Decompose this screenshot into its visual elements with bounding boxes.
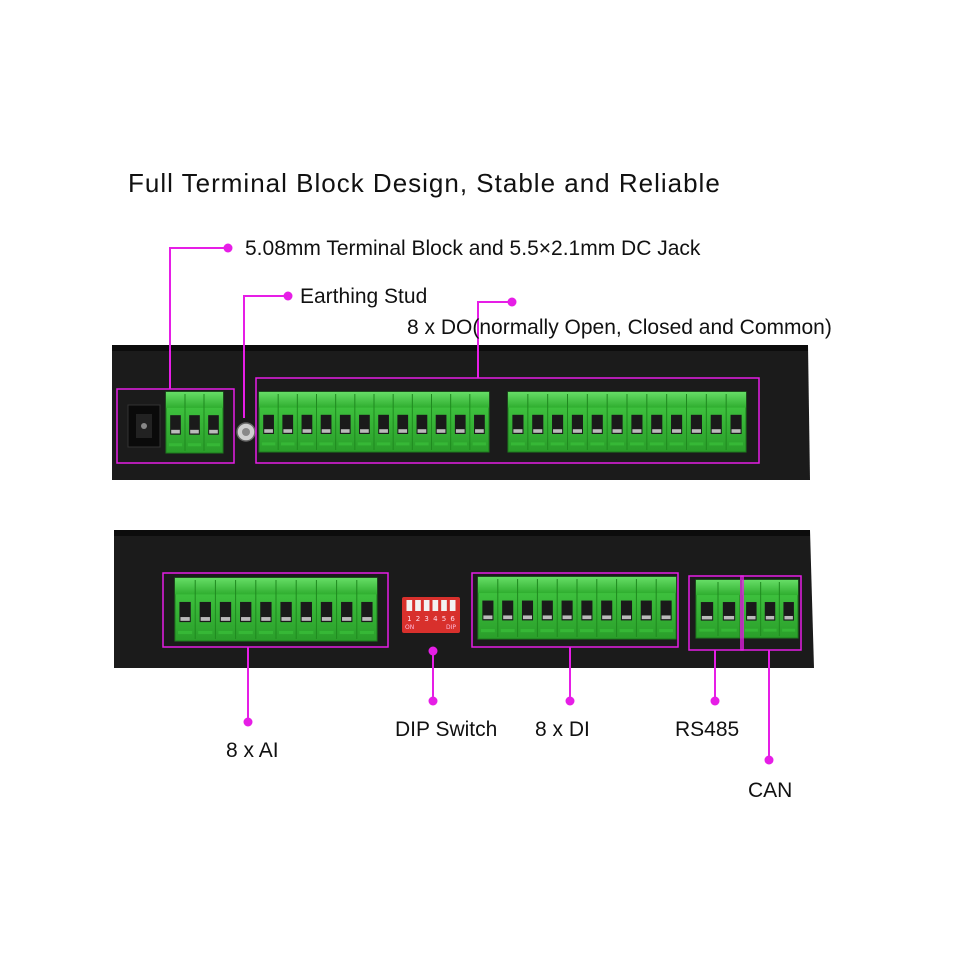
terminal-pole: [586, 394, 605, 450]
leader-lines: [169, 243, 774, 765]
terminal-pole: [705, 394, 724, 450]
terminal-pole: [626, 394, 644, 450]
dip-lever: [441, 600, 447, 611]
label-earthing-stud: Earthing Stud: [300, 285, 428, 308]
dip-position-number: 2: [416, 615, 420, 623]
terminal-pole: [517, 579, 535, 637]
terminal-pole: [335, 394, 352, 450]
can-terminal-block: [741, 579, 799, 639]
terminal-pole: [699, 602, 715, 632]
terminal-pole: [168, 415, 183, 447]
terminal-pole: [296, 394, 314, 450]
label-digital-inputs: 8 x DI: [535, 718, 590, 741]
terminal-pole: [356, 580, 374, 639]
terminal-pole: [725, 394, 744, 450]
leader-digital-outputs: [477, 301, 512, 378]
dip-position-number: 3: [424, 615, 428, 623]
terminal-pole: [178, 601, 193, 635]
earthing-stud: [236, 422, 256, 442]
terminal-pole: [527, 394, 545, 450]
terminal-pole: [295, 580, 314, 639]
dip-position-number: 6: [450, 615, 455, 623]
dip-lever: [449, 600, 456, 611]
label-dip-switch: DIP Switch: [395, 718, 498, 741]
terminal-pole: [536, 579, 555, 637]
terminal-pole: [744, 602, 758, 632]
terminal-pole: [497, 579, 515, 637]
terminal-pole: [666, 394, 684, 450]
terminal-pole: [635, 579, 654, 637]
terminal-pole: [336, 580, 354, 639]
can-highlight-box: [740, 575, 802, 651]
di-terminal-block: [477, 576, 677, 640]
do-highlight-box: [255, 377, 760, 464]
power-highlight-box: [116, 388, 235, 464]
terminal-pole: [315, 580, 334, 639]
terminal-pole: [255, 580, 273, 639]
dip-brand-label: DIP: [446, 624, 456, 631]
ai-terminal-block: [174, 577, 378, 642]
label-digital-outputs: 8 x DO(normally Open, Closed and Common): [407, 316, 832, 339]
terminal-pole: [480, 600, 495, 633]
terminal-pole: [510, 414, 525, 446]
leader-terminal-block-dc-jack: [169, 247, 228, 389]
do-terminal-block-1: [258, 391, 490, 453]
terminal-pole: [203, 394, 221, 451]
rs485-terminal-block: [695, 579, 741, 639]
ai-highlight-box: [162, 572, 389, 648]
dip-lever: [406, 600, 413, 611]
terminal-pole: [214, 580, 233, 639]
dip-lever: [415, 600, 421, 611]
terminal-pole: [277, 394, 295, 450]
label-analog-inputs: 8 x AI: [226, 739, 279, 762]
terminal-pole: [194, 580, 213, 639]
terminal-pole: [760, 582, 777, 636]
terminal-pole: [778, 582, 796, 636]
terminal-pole: [567, 394, 585, 450]
terminal-pole: [547, 394, 565, 450]
dip-position-number: 5: [442, 615, 446, 623]
terminal-pole: [373, 394, 391, 450]
do-terminal-block-2: [507, 391, 747, 453]
terminal-pole: [354, 394, 372, 450]
terminal-pole: [275, 580, 294, 639]
terminal-pole: [576, 579, 594, 637]
terminal-pole: [316, 394, 333, 450]
terminal-pole: [235, 580, 253, 639]
terminal-pole: [392, 394, 410, 450]
dip-position-number: 1: [407, 615, 411, 623]
terminal-pole: [184, 394, 202, 451]
terminal-pole: [556, 579, 575, 637]
top-panel: [112, 345, 810, 480]
terminal-pole: [596, 579, 614, 637]
terminal-pole: [431, 394, 448, 450]
terminal-pole: [261, 414, 276, 446]
terminal-pole: [450, 394, 467, 450]
label-rs485: RS485: [675, 718, 740, 741]
terminal-pole: [411, 394, 429, 450]
leader-earthing-stud: [243, 295, 288, 418]
dc-jack: [127, 404, 161, 448]
power-terminal-block: [165, 391, 224, 454]
terminal-pole: [616, 579, 634, 637]
label-can: CAN: [748, 779, 793, 802]
page-title: Full Terminal Block Design, Stable and R…: [128, 168, 721, 198]
dip-lever: [423, 600, 430, 611]
dip-on-label: ON: [405, 624, 414, 631]
dip-lever: [432, 600, 439, 611]
terminal-pole: [646, 394, 664, 450]
label-terminal-block-dc-jack: 5.08mm Terminal Block and 5.5×2.1mm DC J…: [245, 237, 701, 260]
terminal-pole: [686, 394, 704, 450]
di-highlight-box: [471, 572, 679, 648]
terminal-pole: [606, 394, 625, 450]
terminal-pole: [469, 394, 487, 450]
terminal-pole: [717, 582, 737, 636]
dip-position-number: 4: [433, 615, 438, 623]
terminal-pole: [655, 579, 674, 637]
